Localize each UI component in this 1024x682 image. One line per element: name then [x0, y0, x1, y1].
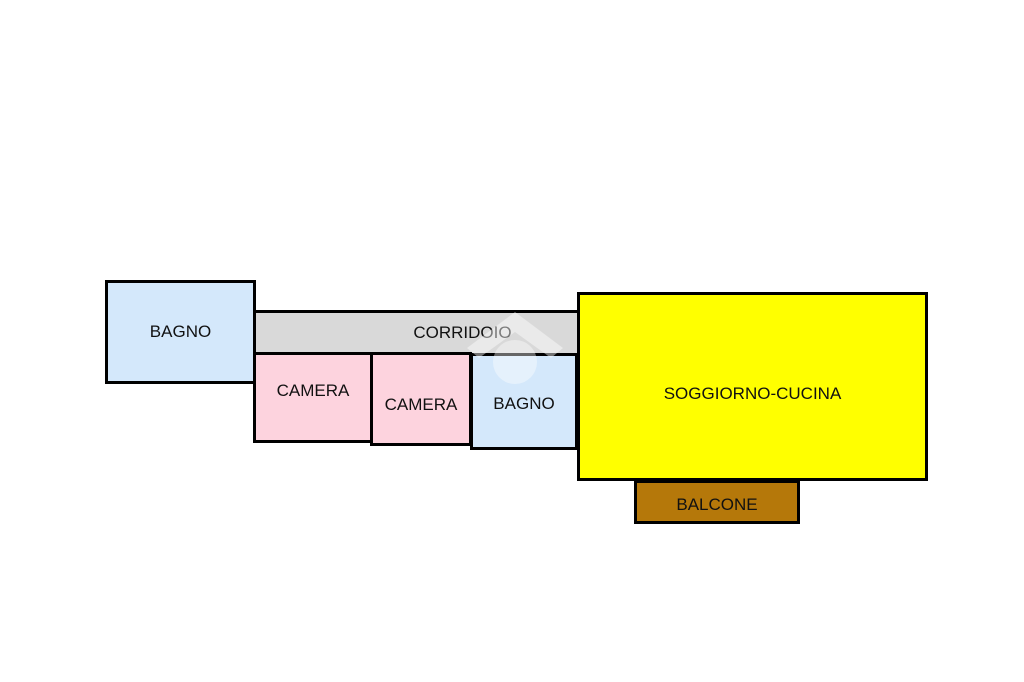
room-corridoio: CORRIDOIO [253, 310, 580, 356]
room-soggiorno-cucina: SOGGIORNO-CUCINA [577, 292, 928, 481]
room-label: SOGGIORNO-CUCINA [663, 383, 842, 403]
room-label: BAGNO [493, 393, 555, 413]
room-bagno-2: BAGNO [470, 353, 578, 450]
room-balcone: BALCONE [634, 480, 800, 524]
room-label: CAMERA [384, 395, 458, 414]
room-label: CAMERA [276, 380, 350, 400]
room-label: BAGNO [149, 322, 212, 341]
room-label: BALCONE [676, 495, 758, 514]
room-bagno-1: BAGNO [105, 280, 256, 384]
room-camera-1: CAMERA [253, 352, 373, 443]
room-label: CORRIDOIO [413, 323, 512, 342]
room-camera-2: CAMERA [370, 352, 472, 446]
